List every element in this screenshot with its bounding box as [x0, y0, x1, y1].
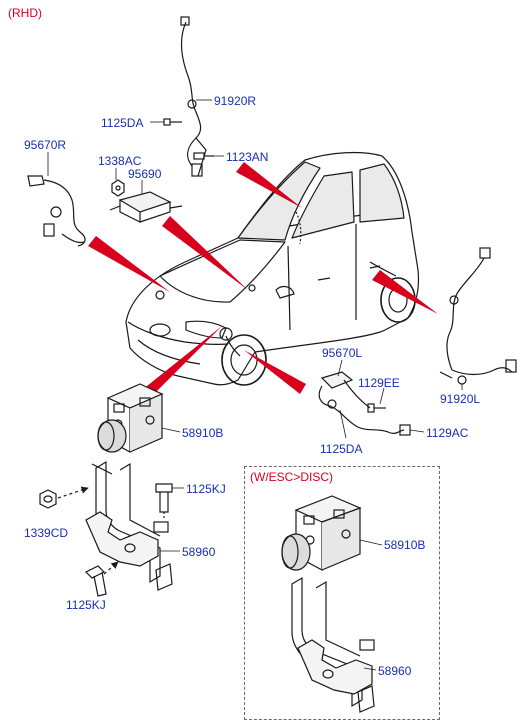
- part-label-1125DA-low: 1125DA: [320, 442, 363, 456]
- part-label-1125KJ-lower: 1125KJ: [66, 598, 106, 612]
- part-label-95690: 95690: [128, 167, 162, 181]
- nut-1338AC: [111, 179, 125, 197]
- callout-pointers: [88, 162, 438, 398]
- part-label-1129AC: 1129AC: [426, 426, 469, 440]
- part-label-58960: 58960: [182, 545, 216, 559]
- part-label-91920L: 91920L: [440, 392, 481, 406]
- inset-title: (W/ESC>DISC): [250, 470, 334, 484]
- part-label-58910B-inset: 58910B: [384, 538, 426, 552]
- part-label-1338AC: 1338AC: [98, 154, 142, 168]
- hecu-58910B-inset: [281, 495, 362, 572]
- variant-label: (RHD): [8, 6, 42, 20]
- bolt-1125DA-top: [163, 118, 182, 126]
- part-label-1125DA-top: 1125DA: [101, 116, 144, 130]
- leader-lines: [47, 99, 463, 671]
- part-label-1125KJ-upper: 1125KJ: [186, 482, 226, 496]
- part-label-95670L: 95670L: [322, 346, 363, 360]
- bolt-1123AN: [193, 152, 214, 160]
- bracket-58960-inset: [291, 576, 375, 713]
- part-label-95670R: 95670R: [24, 138, 67, 152]
- part-label-1339CD: 1339CD: [24, 526, 69, 540]
- yaw-sensor-95690: [109, 191, 183, 223]
- inset-frame: [244, 466, 440, 720]
- bolt-1125KJ-upper: [155, 483, 173, 520]
- part-label-1123AN: 1123AN: [226, 150, 269, 164]
- bolt-1129EE: [367, 403, 386, 413]
- part-label-1129EE: 1129EE: [358, 376, 400, 390]
- hecu-58910B: [97, 383, 164, 454]
- bracket-58960: [85, 460, 173, 591]
- car-illustration: [125, 151, 420, 386]
- bolt-1125KJ-lower: [84, 561, 119, 597]
- rear-wheel-sensor-91920L: [439, 247, 517, 385]
- part-label-58960-inset: 58960: [378, 664, 412, 678]
- nut-1339CD: [39, 486, 89, 509]
- front-wheel-sensor-95670R: [27, 175, 86, 247]
- wheel-speed-sensor-front-right: [180, 16, 207, 177]
- part-label-91920R: 91920R: [214, 94, 257, 108]
- part-label-58910B: 58910B: [182, 426, 224, 440]
